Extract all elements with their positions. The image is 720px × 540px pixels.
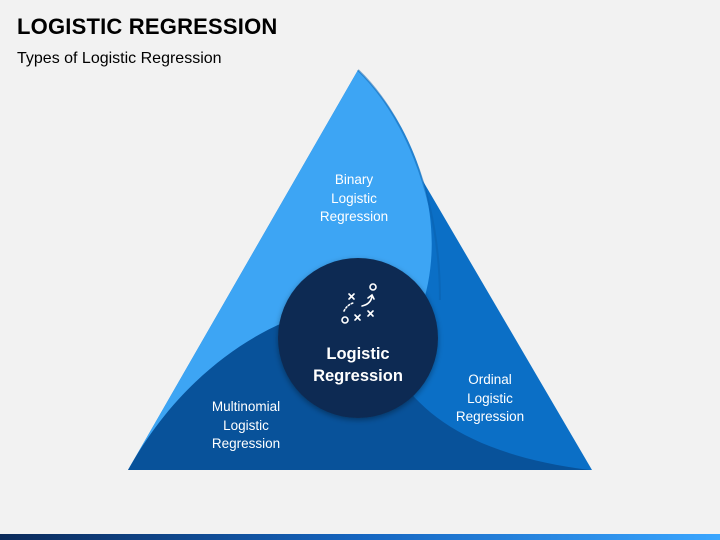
center-circle xyxy=(278,258,438,418)
footer-bar xyxy=(0,534,720,540)
binary-label: Binary Logistic Regression xyxy=(319,172,389,224)
slide-subtitle: Types of Logistic Regression xyxy=(17,50,222,67)
center-label: Logistic Regression xyxy=(313,345,403,385)
strategy-play-icon xyxy=(341,283,377,324)
ordinal-label: Ordinal Logistic Regression xyxy=(455,372,525,424)
slide-title: LOGISTIC REGRESSION xyxy=(17,14,278,39)
binary-segment xyxy=(128,70,432,470)
multinomial-label: Multinomial Logistic Regression xyxy=(211,399,281,451)
